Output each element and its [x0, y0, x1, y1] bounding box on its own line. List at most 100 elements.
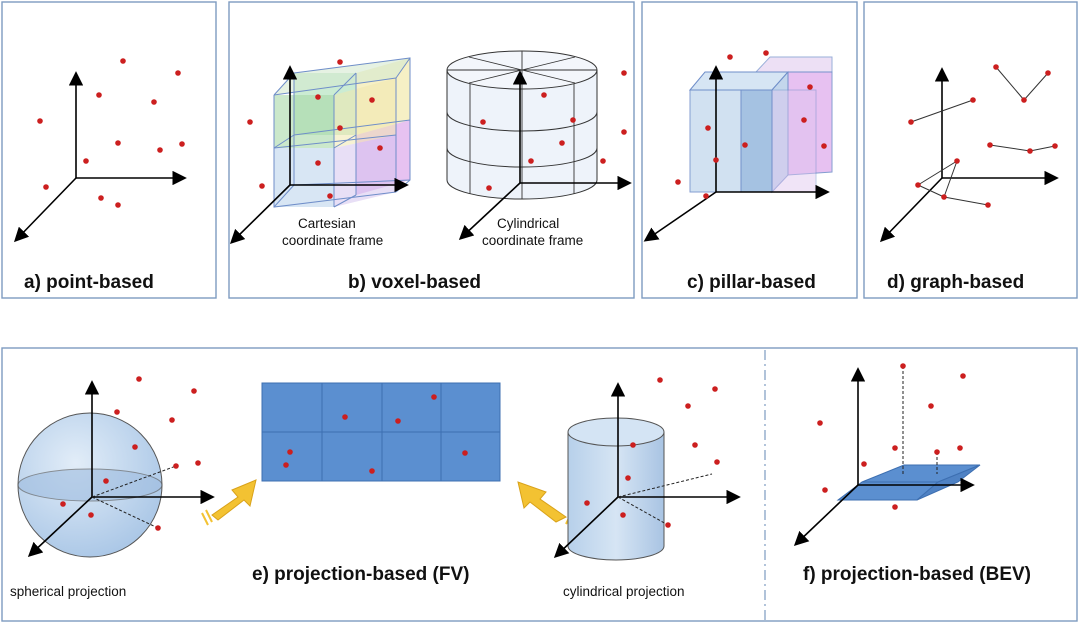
point	[1027, 148, 1033, 154]
point	[96, 92, 102, 98]
point	[714, 459, 720, 465]
point-cloud-e1	[60, 376, 201, 531]
point	[136, 376, 142, 382]
panel-f-diagram	[793, 363, 981, 546]
point	[941, 194, 947, 200]
point	[486, 185, 492, 191]
point	[705, 125, 711, 131]
point	[337, 59, 343, 65]
panel-c-frame	[641, 1, 858, 299]
point	[822, 487, 828, 493]
point	[37, 118, 43, 124]
point	[915, 182, 921, 188]
point	[369, 468, 375, 474]
axis-y-arrow	[13, 177, 77, 243]
point	[120, 58, 126, 64]
axis-y-arrow	[229, 184, 291, 245]
point	[801, 117, 807, 123]
point	[88, 512, 94, 518]
panel-c-diagram	[643, 50, 833, 242]
point	[892, 504, 898, 510]
point	[155, 525, 161, 531]
point-cloud-b2	[480, 70, 627, 191]
projected-points	[283, 394, 468, 474]
point	[675, 179, 681, 185]
point	[43, 184, 49, 190]
panel-e-title: e) projection-based (FV)	[252, 564, 469, 585]
point	[985, 202, 991, 208]
panel-a-title: a) point-based	[24, 272, 154, 293]
point	[315, 94, 321, 100]
point-cloud-e2	[584, 377, 720, 528]
point	[892, 445, 898, 451]
point	[83, 158, 89, 164]
point	[1045, 70, 1051, 76]
panel-d-frame	[863, 1, 1078, 299]
point	[1052, 143, 1058, 149]
graph-edges	[910, 66, 1056, 206]
panel-c-title: c) pillar-based	[687, 272, 816, 293]
panel-b-title: b) voxel-based	[348, 272, 481, 293]
panel-a-frame	[1, 1, 217, 299]
point	[287, 449, 293, 455]
point	[727, 54, 733, 60]
cylindrical-caption-line2: coordinate frame	[482, 233, 583, 248]
spherical-caption: spherical projection	[10, 584, 126, 599]
point	[480, 119, 486, 125]
axis-y-arrow	[643, 191, 717, 242]
point	[657, 377, 663, 383]
axis-y-arrow	[553, 496, 619, 558]
point	[742, 142, 748, 148]
point	[259, 183, 265, 189]
point	[98, 195, 104, 201]
cylindrical-projection-caption: cylindrical projection	[563, 584, 685, 599]
point	[630, 442, 636, 448]
point	[703, 193, 709, 199]
point	[169, 417, 175, 423]
point	[327, 193, 333, 199]
point	[337, 125, 343, 131]
point	[431, 394, 437, 400]
point	[283, 462, 289, 468]
point	[987, 142, 993, 148]
point	[600, 158, 606, 164]
cartesian-caption-line1: Cartesian	[298, 216, 356, 231]
point	[559, 140, 565, 146]
point	[712, 386, 718, 392]
panel-a-diagram	[13, 58, 187, 243]
point	[179, 141, 185, 147]
axis-y-arrow	[879, 177, 943, 243]
point	[908, 119, 914, 125]
point	[175, 70, 181, 76]
cylindrical-caption-line1: Cylindrical	[497, 216, 559, 231]
point	[621, 70, 627, 76]
panel-d-diagram	[879, 64, 1059, 243]
point	[195, 460, 201, 466]
point	[763, 50, 769, 56]
point	[191, 388, 197, 394]
point	[685, 403, 691, 409]
point	[115, 202, 121, 208]
point	[817, 420, 823, 426]
point	[957, 445, 963, 451]
cylindrical-projection-diagram	[553, 377, 741, 561]
point	[462, 450, 468, 456]
axis-y-arrow	[27, 496, 93, 557]
point	[315, 160, 321, 166]
point	[114, 409, 120, 415]
point	[620, 512, 626, 518]
point	[247, 119, 253, 125]
panel-b-voxel-grid	[229, 57, 411, 245]
point	[960, 373, 966, 379]
point	[151, 99, 157, 105]
point	[528, 158, 534, 164]
point-cloud-c	[675, 50, 827, 199]
point	[570, 117, 576, 123]
point	[132, 444, 138, 450]
point	[342, 414, 348, 420]
panel-f-title: f) projection-based (BEV)	[803, 564, 1031, 585]
point	[621, 129, 627, 135]
point	[173, 463, 179, 469]
point	[970, 97, 976, 103]
point-cloud-f	[817, 363, 966, 510]
